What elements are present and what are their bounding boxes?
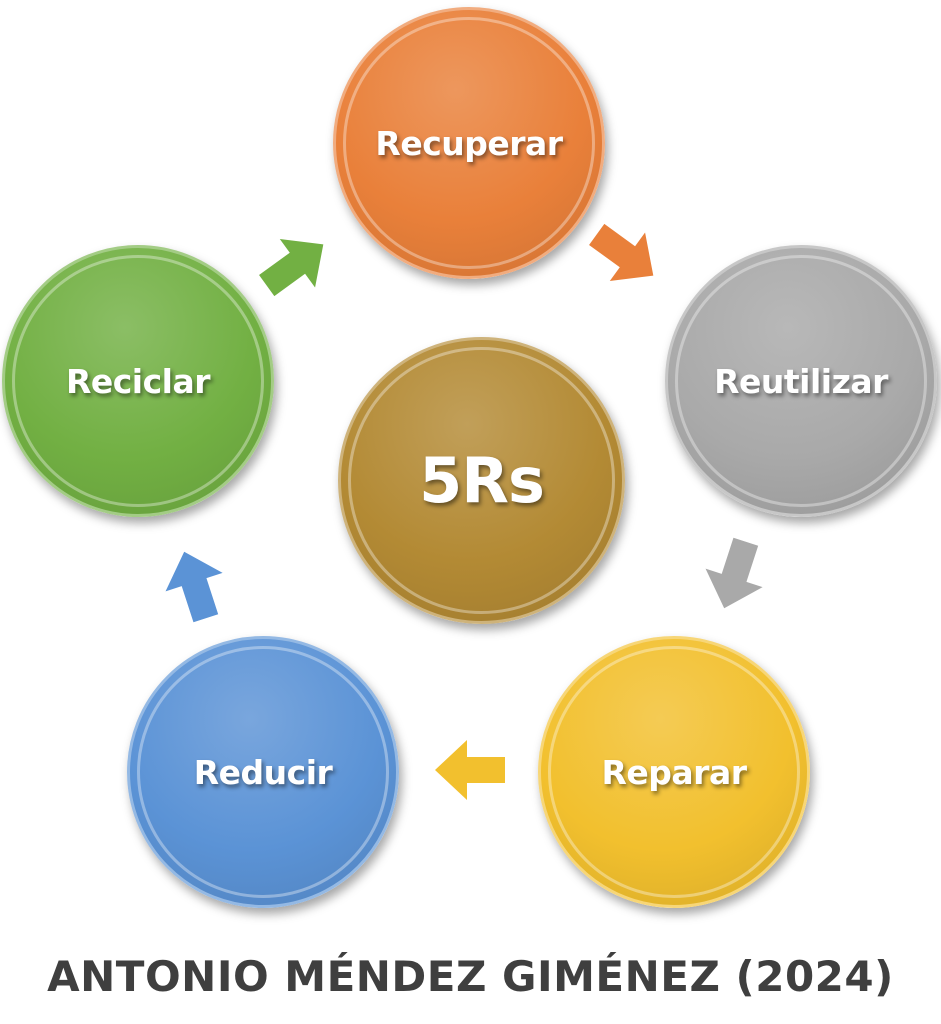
node-label-reciclar: Reciclar xyxy=(65,361,211,401)
arrow-reparar-to-reducir-icon xyxy=(435,740,505,800)
arrow-recuperar-to-reutilizar-icon xyxy=(579,210,671,300)
node-recuperar: Recuperar xyxy=(333,7,605,279)
node-label-reparar: Reparar xyxy=(601,752,748,792)
author-credit: ANTONIO MÉNDEZ GIMÉNEZ (2024) xyxy=(47,952,894,1001)
arrow-reducir-to-reciclar-icon xyxy=(156,542,235,627)
arrow-reutilizar-to-reparar-icon xyxy=(696,532,775,617)
arrow-reciclar-to-recuperar-icon xyxy=(249,220,341,310)
node-reducir: Reducir xyxy=(127,636,399,908)
node-reparar: Reparar xyxy=(538,636,810,908)
node-reciclar: Reciclar xyxy=(2,245,274,517)
center-label: 5Rs xyxy=(419,444,545,517)
node-label-recuperar: Recuperar xyxy=(375,123,563,163)
center-node-5rs: 5Rs xyxy=(338,337,625,624)
node-label-reducir: Reducir xyxy=(193,752,333,792)
node-label-reutilizar: Reutilizar xyxy=(714,361,888,401)
node-reutilizar: Reutilizar xyxy=(665,245,937,517)
